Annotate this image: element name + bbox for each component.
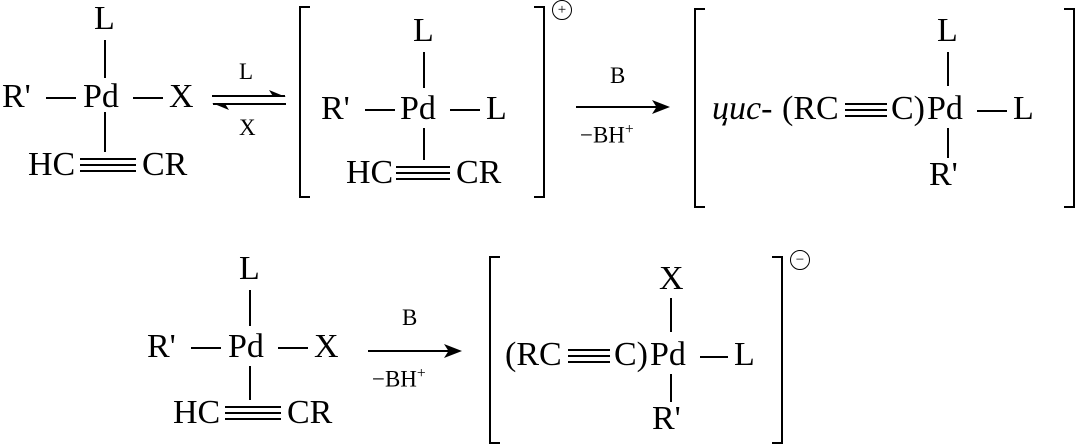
- arrow-label-above: B: [610, 63, 626, 88]
- vertical-bond: [249, 290, 251, 326]
- ligand-top-label: L: [94, 0, 115, 37]
- bracket-left: [299, 6, 310, 198]
- ligand-top-label: X: [659, 260, 684, 297]
- triple-bond: [845, 103, 887, 117]
- arrow-label-below: −BH+: [372, 366, 426, 391]
- alkynyl-open-label: (RC: [505, 336, 562, 373]
- group-bottom-label: R': [652, 400, 681, 437]
- triple-bond: [396, 166, 450, 180]
- arrow-label-below: −BH+: [580, 122, 634, 147]
- vertical-bond: [104, 40, 106, 78]
- ligand-top-label: L: [413, 12, 434, 49]
- single-bond: [133, 97, 163, 99]
- arrow-label-below-text: −BH: [580, 122, 625, 148]
- vertical-bond: [670, 298, 672, 332]
- metal-label: Pd: [927, 90, 963, 127]
- bracket-left: [694, 8, 705, 208]
- ligand-right-label: X: [169, 78, 194, 115]
- reaction-arrow: [576, 100, 670, 114]
- vertical-bond: [947, 128, 949, 158]
- vertical-bond: [249, 366, 251, 400]
- alkyne-right-label: CR: [142, 146, 188, 183]
- equilibrium-label-above: L: [239, 59, 254, 84]
- alkyne-right-label: CR: [456, 154, 502, 191]
- alkynyl-close-label: C): [891, 90, 925, 127]
- group-left-label: R': [2, 78, 31, 115]
- bracket-left: [489, 256, 500, 444]
- alkyne-left-label: HC: [28, 146, 76, 183]
- arrow-label-above: B: [402, 305, 418, 330]
- single-bond: [977, 110, 1007, 112]
- bracket-right: [1064, 8, 1075, 208]
- vertical-bond: [423, 52, 425, 88]
- minus-charge-icon: −: [790, 250, 810, 270]
- ligand-right-label: L: [734, 336, 755, 373]
- alkyne-right-label: CR: [287, 394, 333, 431]
- reaction-arrow: [368, 344, 462, 358]
- arrow-label-below-text: −BH: [372, 366, 417, 392]
- ligand-top-label: L: [937, 12, 958, 49]
- equilibrium-arrow: [212, 90, 286, 110]
- bracket-right: [772, 256, 783, 444]
- single-bond: [191, 347, 221, 349]
- ligand-right-label: X: [314, 328, 339, 365]
- triple-bond: [568, 349, 610, 363]
- single-bond: [46, 97, 76, 99]
- single-bond: [278, 347, 308, 349]
- single-bond: [700, 356, 728, 358]
- alkynyl-close-label: C): [614, 336, 648, 373]
- vertical-bond: [670, 374, 672, 402]
- group-left-label: R': [321, 90, 350, 127]
- triple-bond: [80, 158, 136, 172]
- ligand-top-label: L: [239, 250, 260, 287]
- metal-label: Pd: [83, 78, 119, 115]
- single-bond: [450, 109, 480, 111]
- metal-label: Pd: [228, 328, 264, 365]
- bracket-right: [534, 6, 545, 198]
- metal-label: Pd: [650, 336, 686, 373]
- metal-label: Pd: [400, 90, 436, 127]
- single-bond: [365, 109, 395, 111]
- ligand-right-label: L: [1013, 90, 1034, 127]
- vertical-bond: [423, 128, 425, 160]
- group-bottom-label: R': [929, 156, 958, 193]
- vertical-bond: [947, 52, 949, 86]
- arrow-label-below-sup: +: [416, 365, 426, 382]
- alkynyl-open-label: (RC: [782, 90, 839, 127]
- alkyne-left-label: HC: [346, 154, 394, 191]
- arrow-label-below-sup: +: [624, 121, 634, 138]
- cis-prefix: цис-: [712, 90, 773, 127]
- triple-bond: [225, 406, 281, 420]
- alkyne-left-label: HC: [173, 394, 221, 431]
- equilibrium-label-below: X: [239, 115, 256, 140]
- ligand-right-label: L: [486, 90, 507, 127]
- group-left-label: R': [147, 328, 176, 365]
- vertical-bond: [104, 112, 106, 152]
- plus-charge-icon: +: [552, 0, 572, 20]
